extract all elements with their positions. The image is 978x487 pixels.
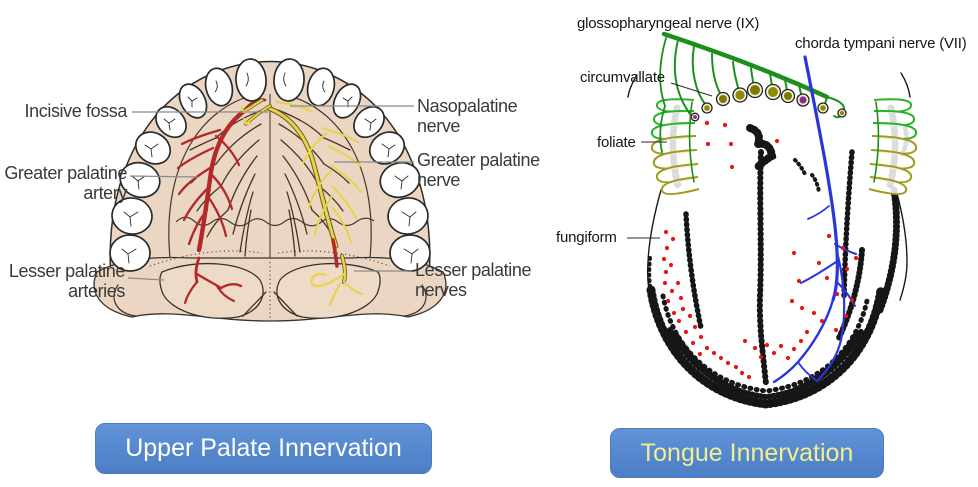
label-fungiform: fungiform [556,229,617,246]
palate-leader-lines [127,105,414,281]
glossopharyngeal-nerve-graphic [659,31,846,153]
label-greater-palatine-nerve: Greater palatine nerve [417,150,540,190]
label-nasopalatine-nerve: Nasopalatine nerve [417,96,518,136]
upper-palate-caption-label: Upper Palate Innervation [125,434,402,462]
upper-palate-caption-button[interactable]: Upper Palate Innervation [95,423,432,474]
chorda-tympani-graphic [772,55,857,384]
palatine-nerves-graphic [240,98,364,307]
foliate-graphic [650,98,918,195]
tongue-caption-button[interactable]: Tongue Innervation [610,428,884,478]
fungiform-dots [661,120,859,380]
label-incisive-fossa: Incisive fossa [24,101,128,121]
tongue-panel [544,0,978,416]
label-lesser-palatine-arteries: Lesser palatine arteries [8,261,125,301]
upper-palate-panel [0,52,541,323]
tongue-caption-label: Tongue Innervation [640,438,854,467]
label-glossopharyngeal-nerve: glossopharyngeal nerve (IX) [577,15,760,32]
teeth [109,58,431,272]
circumvallate-graphic [690,81,847,122]
label-lesser-palatine-nerves: Lesser palatine nerves [415,260,532,300]
label-circumvallate: circumvallate [580,69,665,86]
tongue-illustration [627,31,918,409]
upper-palate-illustration [93,58,447,322]
label-foliate: foliate [597,134,636,151]
label-chorda-tympani-nerve: chorda tympani nerve (VII) [795,35,967,52]
label-greater-palatine-artery: Greater palatine artery [4,163,127,203]
tongue-leader-lines [627,82,713,239]
